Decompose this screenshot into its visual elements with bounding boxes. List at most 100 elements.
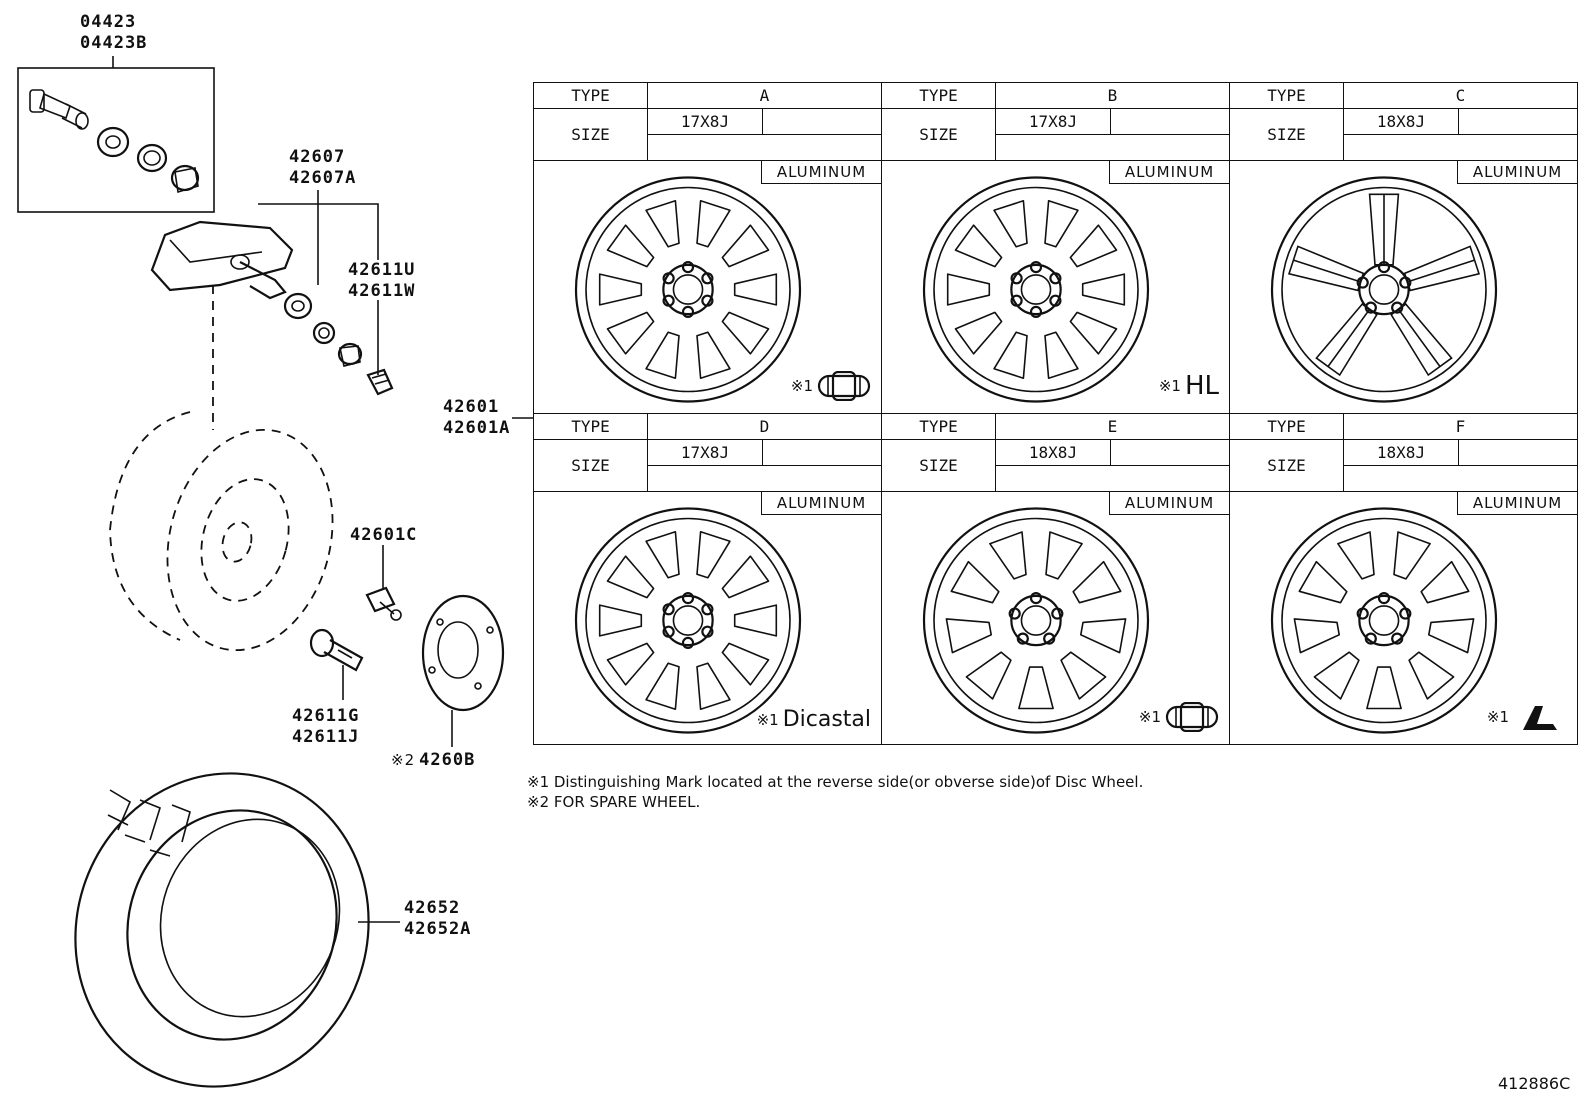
wheel-drawing (574, 176, 802, 403)
capsule-mark-icon (1165, 702, 1219, 732)
size-label: SIZE (1230, 440, 1344, 492)
wheel-image-cell: ALUMINUM ※1 (1230, 492, 1578, 745)
part-number: 4260B (419, 750, 476, 770)
size-value: 17X8J (996, 109, 1111, 135)
type-value: B (996, 83, 1230, 109)
size-blank (648, 466, 882, 492)
material-label: ALUMINUM (1457, 161, 1577, 184)
mark-prefix: ※1 (790, 377, 813, 395)
mark-text: HL (1184, 371, 1219, 401)
cap-icon (170, 164, 200, 194)
note-1: ※1 Distinguishing Mark located at the re… (527, 773, 1144, 791)
mark-prefix: ※1 (1158, 377, 1181, 395)
wheel-drawing (922, 507, 1150, 734)
part-number: 42611U (348, 260, 416, 280)
spare-wheel-outline (109, 411, 334, 652)
type-value: C (1344, 83, 1578, 109)
tpms-sensor-icon (150, 220, 294, 300)
washer-icon (136, 143, 168, 173)
type-label: TYPE (882, 83, 996, 109)
size-value: 18X8J (996, 440, 1111, 466)
part-number: 42652 (404, 898, 461, 918)
wheel-face-icon (1270, 176, 1498, 403)
part-number: 04423B (80, 33, 148, 53)
sensor-grommet-icon (337, 342, 363, 367)
mark-prefix: ※1 (1486, 708, 1509, 726)
valve-cap-part-numbers: 42611U 42611W (348, 260, 415, 302)
type-value: E (996, 414, 1230, 440)
valve-cap-icon (366, 368, 394, 396)
type-label: TYPE (882, 414, 996, 440)
size-value: 17X8J (648, 440, 763, 466)
size-blank (1459, 109, 1578, 135)
mark-text: Dicastal (782, 707, 871, 732)
wheel-drawing (574, 507, 802, 734)
material-label: ALUMINUM (761, 492, 881, 515)
type-value: A (648, 83, 882, 109)
material-label: ALUMINUM (1109, 161, 1229, 184)
wheel-face-icon (574, 507, 802, 734)
wheel-face-icon (1270, 507, 1498, 734)
wheel-drawing (1270, 176, 1498, 403)
size-blank (648, 135, 882, 161)
wheel-image-cell: ALUMINUM (1230, 161, 1578, 414)
mark-prefix: ※1 (756, 710, 779, 729)
part-number: 42601 (443, 397, 500, 417)
type-label: TYPE (1230, 414, 1344, 440)
grommet-kit-part-numbers: 04423 04423B (80, 12, 147, 54)
wheel-image-cell: ALUMINUM※1 (534, 161, 882, 414)
wheel-face-icon (922, 507, 1150, 734)
grommet-kit-box (17, 67, 215, 213)
size-label: SIZE (1230, 109, 1344, 161)
distinguishing-mark: ※1 (1487, 702, 1567, 732)
size-blank (763, 440, 882, 466)
size-blank (1344, 466, 1578, 492)
part-number: 42611J (292, 727, 360, 747)
type-label: TYPE (1230, 83, 1344, 109)
tire-icon (74, 772, 370, 1088)
type-label: TYPE (534, 83, 648, 109)
spare-ornament-icon (421, 594, 505, 712)
part-number: 42601A (443, 418, 511, 438)
hub-nut-part-number: 42601C (350, 525, 417, 546)
disc-wheel-part-numbers: 42601 42601A (443, 397, 510, 439)
wheel-image-cell: ALUMINUM ※1 (882, 492, 1230, 745)
size-value: 17X8J (648, 109, 763, 135)
tire-part-numbers: 42652 42652A (404, 898, 471, 940)
nut-icon (96, 126, 130, 158)
part-number: 42611G (292, 706, 360, 726)
wheel-drawing (1270, 507, 1498, 734)
type-label: TYPE (534, 414, 648, 440)
hub-nut-icon (365, 586, 402, 621)
size-label: SIZE (882, 440, 996, 492)
wheel-face-icon (574, 176, 802, 403)
sensor-nut-icon (283, 292, 313, 320)
sensor-part-numbers: 42607 42607A (289, 147, 356, 189)
part-number: 42607 (289, 147, 346, 167)
size-blank (1344, 135, 1578, 161)
size-blank (996, 135, 1230, 161)
type-value: F (1344, 414, 1578, 440)
part-number: 42652A (404, 919, 472, 939)
material-label: ALUMINUM (1457, 492, 1577, 515)
valve-stem-2-icon (309, 628, 364, 672)
lexus-mark-icon (1523, 706, 1557, 730)
size-label: SIZE (534, 109, 648, 161)
size-blank (763, 109, 882, 135)
size-blank (1459, 440, 1578, 466)
type-value: D (648, 414, 882, 440)
mark-prefix: ※1 (1138, 708, 1161, 726)
valve-part-numbers: 42611G 42611J (292, 706, 359, 748)
material-label: ALUMINUM (1109, 492, 1229, 515)
capsule-mark-icon (817, 371, 871, 401)
